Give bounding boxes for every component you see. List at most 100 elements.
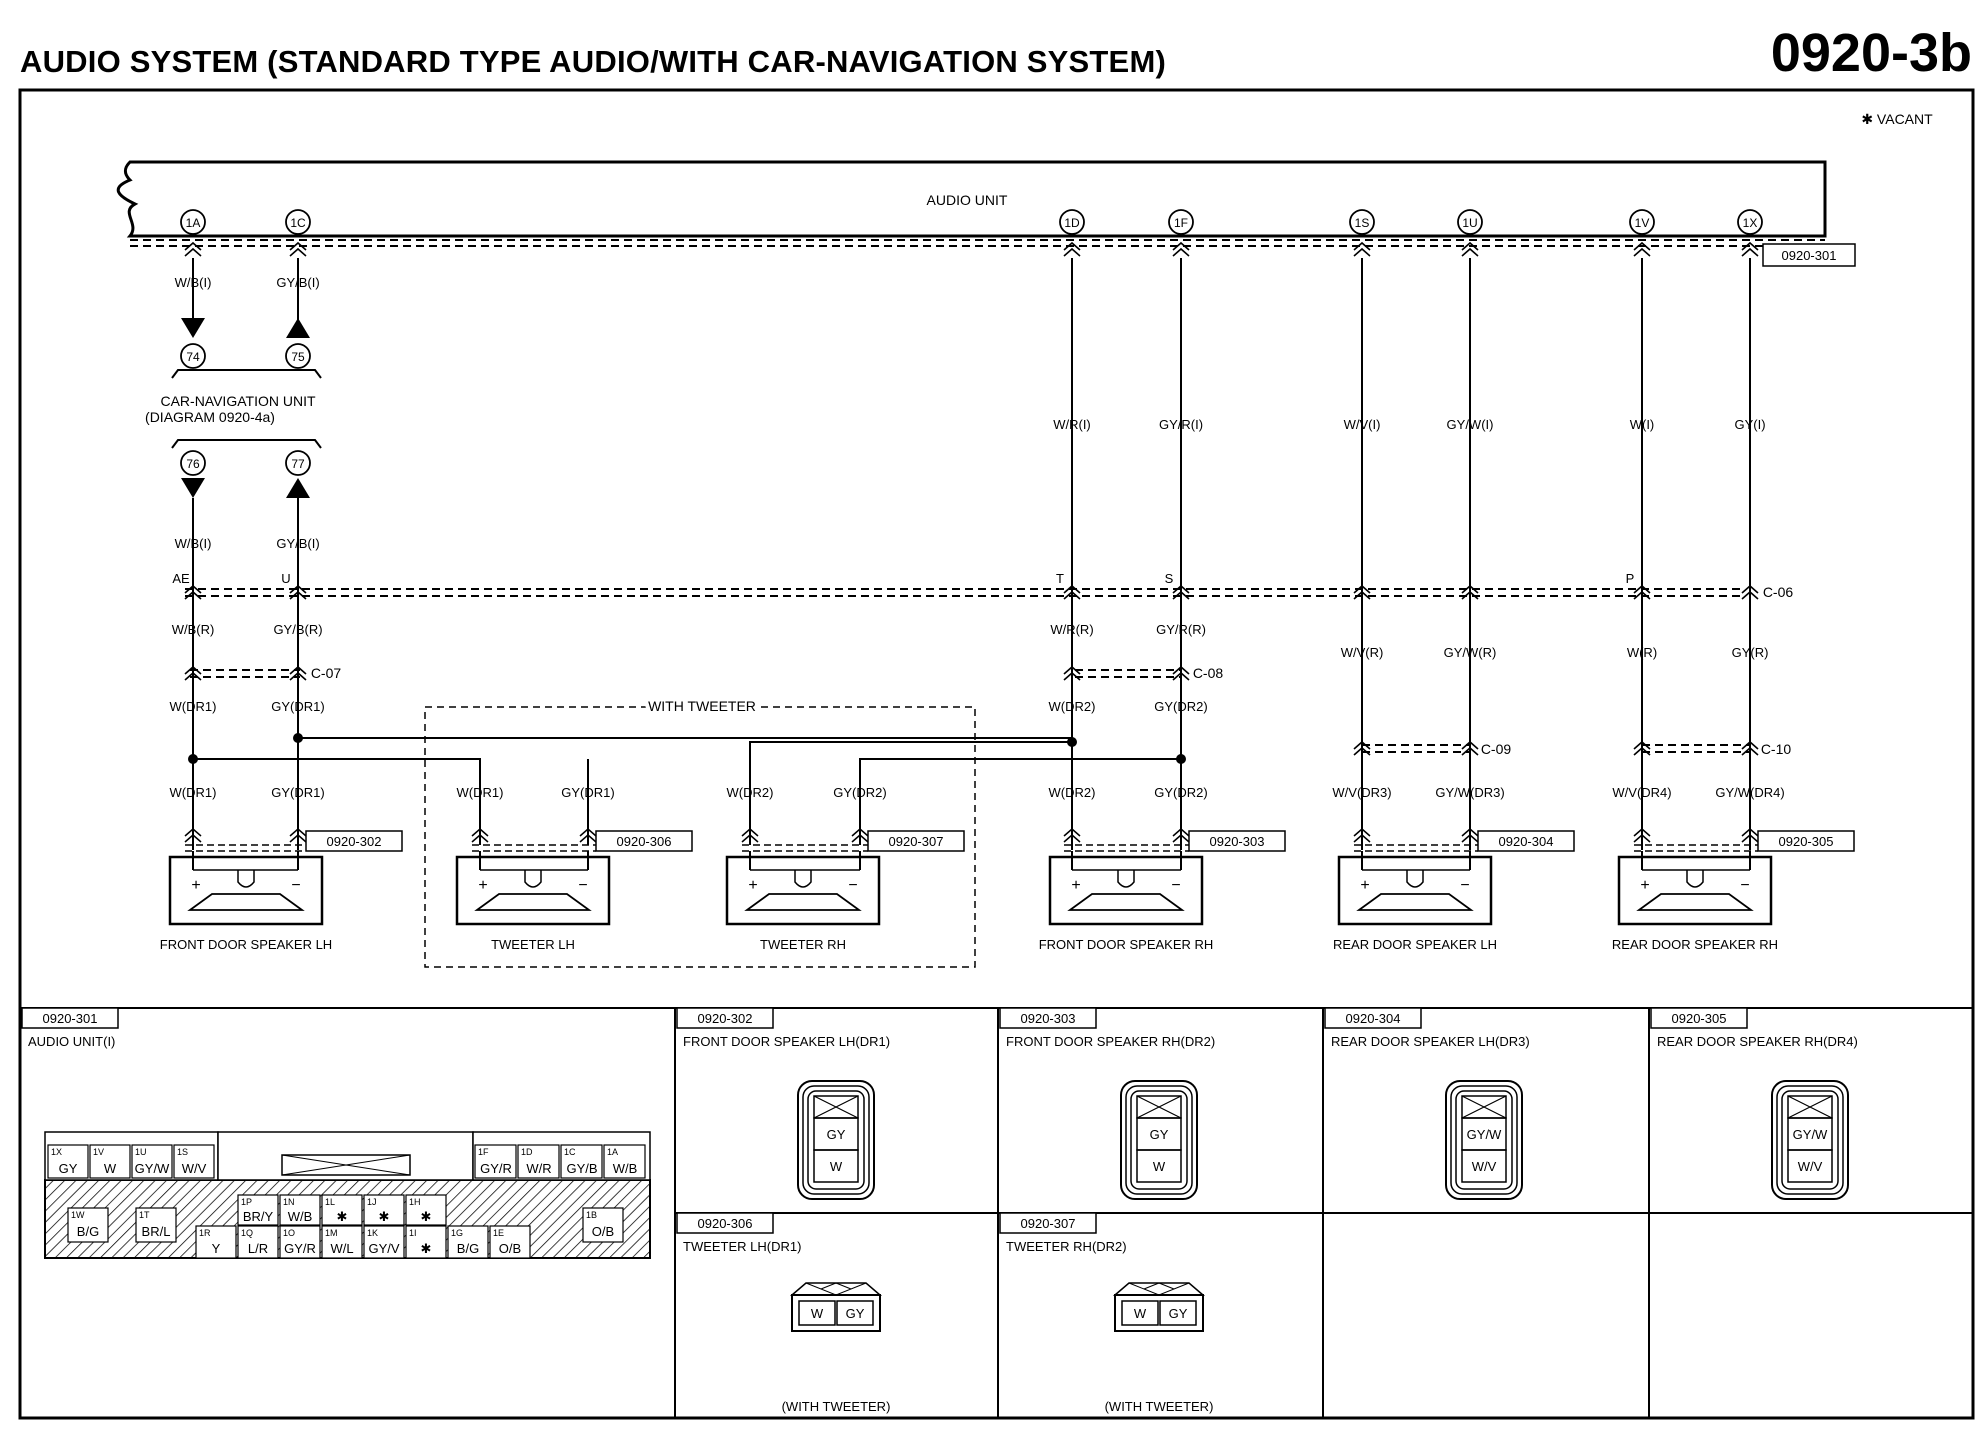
panel-ref: 0920-306: [698, 1216, 753, 1231]
nav-pin-in: 75: [291, 350, 305, 364]
speaker-name: REAR DOOR SPEAKER RH: [1612, 937, 1778, 952]
pin-bubble: [1059, 209, 1085, 235]
speaker-ref: 0920-304: [1499, 834, 1554, 849]
pin-wire: GY/W: [1793, 1127, 1828, 1142]
diagram-frame: [18, 88, 1975, 1420]
nav-pin-out: 76: [186, 457, 200, 471]
legend-vacant: ✱ VACANT: [1861, 111, 1933, 127]
pin-wire: O/B: [499, 1241, 521, 1256]
pin-wire: ✱: [379, 1209, 390, 1224]
pin-wire: GY: [846, 1306, 865, 1321]
wire-label-top: W/B(I): [175, 275, 212, 290]
pin-bubble: [1629, 209, 1655, 235]
wire-label-low: W/V(DR4): [1612, 785, 1671, 800]
panel-title: TWEETER RH(DR2): [1006, 1239, 1127, 1254]
pin-wire: GY/W: [135, 1161, 170, 1176]
panel-title: FRONT DOOR SPEAKER LH(DR1): [683, 1034, 890, 1049]
pin-wire: GY: [1169, 1306, 1188, 1321]
pin-wire: BR/Y: [243, 1209, 274, 1224]
minus-sign: −: [1740, 877, 1749, 894]
pin-wire: O/B: [592, 1224, 614, 1239]
tweeter-wire-label: W(DR1): [457, 785, 504, 800]
pin-wire: W: [811, 1306, 824, 1321]
terminal-label: P: [1626, 571, 1635, 586]
wire-label-top: W(I): [1630, 417, 1655, 432]
wire-label-low: GY/W(DR3): [1435, 785, 1504, 800]
pin-id: 1W: [71, 1210, 85, 1220]
pin-id: 1O: [283, 1228, 295, 1238]
pin-bubble: [1457, 209, 1483, 235]
pin-bubble: [285, 209, 311, 235]
pin-id: 1V: [93, 1147, 104, 1157]
minus-sign: −: [578, 877, 587, 894]
pin-wire: W: [1134, 1306, 1147, 1321]
pin-wire: ✱: [421, 1241, 432, 1256]
wire-label-mid: GY/W(R): [1444, 645, 1497, 660]
pin-wire: W/R: [526, 1161, 551, 1176]
wire-label-top: GY(I): [1734, 417, 1765, 432]
minus-sign: −: [1171, 877, 1180, 894]
pin-wire: Y: [212, 1241, 221, 1256]
pin-wire: W/B: [288, 1209, 313, 1224]
nav-pin-out: 77: [291, 457, 305, 471]
connector-c10: C-10: [1761, 741, 1792, 757]
pin-id: 1R: [199, 1228, 211, 1238]
pin-id: 1M: [325, 1228, 338, 1238]
speaker-name: TWEETER RH: [760, 937, 846, 952]
nav-pin-in: 74: [186, 350, 200, 364]
pin-wire: GY/B: [566, 1161, 597, 1176]
connector-c08: C-08: [1193, 665, 1224, 681]
plus-sign: +: [191, 877, 200, 894]
pin-id: 1K: [367, 1228, 378, 1238]
pin-label: 1C: [290, 216, 306, 230]
wire-label-top: GY/R(I): [1159, 417, 1203, 432]
panel-title: REAR DOOR SPEAKER LH(DR3): [1331, 1034, 1530, 1049]
pin-label: 1S: [1355, 216, 1370, 230]
wire-label-low: GY/W(DR4): [1715, 785, 1784, 800]
pin-label: 1X: [1743, 216, 1758, 230]
pin-bubble: [1168, 209, 1194, 235]
wire-label-top: GY/W(I): [1447, 417, 1494, 432]
audio-unit-connector: 1XGY1VW1UGY/W1SW/V1FGY/R1DW/R1CGY/B1AW/B…: [44, 1131, 651, 1259]
wire-label-mid: GY/B(R): [273, 622, 322, 637]
terminal-label: S: [1165, 571, 1174, 586]
with-tweeter-label: WITH TWEETER: [648, 698, 756, 714]
page-title: AUDIO SYSTEM (STANDARD TYPE AUDIO/WITH C…: [20, 44, 1166, 79]
pin-id: 1J: [367, 1197, 377, 1207]
pin-wire: BR/L: [142, 1224, 171, 1239]
speaker-ref: 0920-306: [617, 834, 672, 849]
pin-id: 1T: [139, 1210, 150, 1220]
panel-ref: 0920-302: [698, 1011, 753, 1026]
wire-label-low: W(DR2): [1049, 699, 1096, 714]
plus-sign: +: [748, 877, 757, 894]
wire-label-spk: W(DR1): [170, 785, 217, 800]
pin-id: 1F: [478, 1147, 489, 1157]
pin-wire: GY/W: [1467, 1127, 1502, 1142]
minus-sign: −: [291, 877, 300, 894]
connector-c07: C-07: [311, 665, 342, 681]
minus-sign: −: [848, 877, 857, 894]
connector-c06: C-06: [1763, 584, 1794, 600]
pin-id: 1C: [564, 1147, 576, 1157]
pin-wire: W: [1153, 1159, 1166, 1174]
plus-sign: +: [1640, 877, 1649, 894]
audio-unit-label: AUDIO UNIT: [927, 192, 1008, 208]
pin-wire: W: [104, 1161, 117, 1176]
nav-unit-sub: (DIAGRAM 0920-4a): [145, 409, 275, 425]
plus-sign: +: [1071, 877, 1080, 894]
panel-title: AUDIO UNIT(I): [28, 1034, 115, 1049]
wire-label-spk: GY(DR2): [1154, 785, 1207, 800]
pin-bubble: [1349, 209, 1375, 235]
pin-label: 1F: [1174, 216, 1188, 230]
speaker-name: FRONT DOOR SPEAKER RH: [1039, 937, 1214, 952]
wire-label-top: W/R(I): [1053, 417, 1091, 432]
pin-wire: GY: [1150, 1127, 1169, 1142]
audio-unit-ref: 0920-301: [1762, 243, 1856, 267]
wire-label-mid: GY/R(R): [1156, 622, 1206, 637]
